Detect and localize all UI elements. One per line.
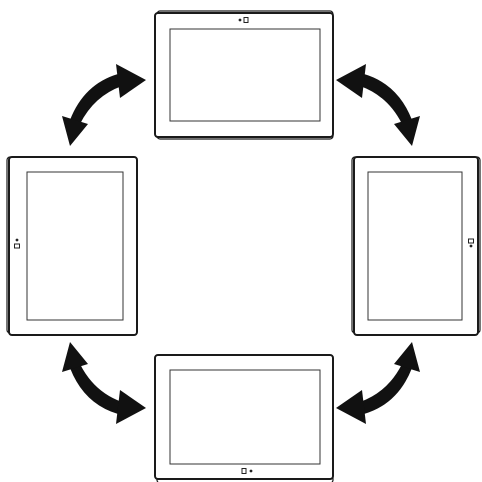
arrow-lower-left-head-bottom (116, 390, 146, 424)
tablet-bottom (154, 354, 334, 482)
arrow-lower-left-body (70, 364, 122, 414)
tablet-top-screen (169, 28, 321, 122)
rotate-arrow-upper-right (336, 64, 420, 146)
arrow-lower-right-head-bottom (336, 390, 366, 424)
arrow-upper-left-head-left (62, 116, 88, 146)
tablet-left (6, 156, 138, 336)
tablet-right-screen (367, 171, 463, 321)
arrow-lower-right-body (360, 364, 412, 414)
tablet-top-camera-icon (238, 17, 249, 23)
arrow-upper-left-body (70, 74, 122, 124)
arrow-lower-right-head-right (394, 342, 420, 372)
tablet-bottom-screen (169, 369, 321, 465)
rotate-arrow-upper-left (62, 64, 146, 146)
rotate-arrow-lower-left (62, 342, 146, 424)
arrow-upper-right-head-right (394, 116, 420, 146)
tablet-right (351, 156, 481, 336)
arrow-upper-right-head-top (336, 64, 366, 98)
tablet-left-camera-icon (14, 238, 20, 249)
tablet-bottom-camera-icon (241, 468, 253, 474)
arrow-upper-right-body (360, 74, 412, 124)
tablet-right-camera-icon (468, 238, 474, 248)
tablet-top (154, 10, 334, 140)
rotate-arrow-lower-right (336, 342, 420, 424)
arrow-lower-left-head-left (62, 342, 88, 372)
arrow-upper-left-head-top (116, 64, 146, 98)
tablet-left-screen (26, 171, 124, 321)
